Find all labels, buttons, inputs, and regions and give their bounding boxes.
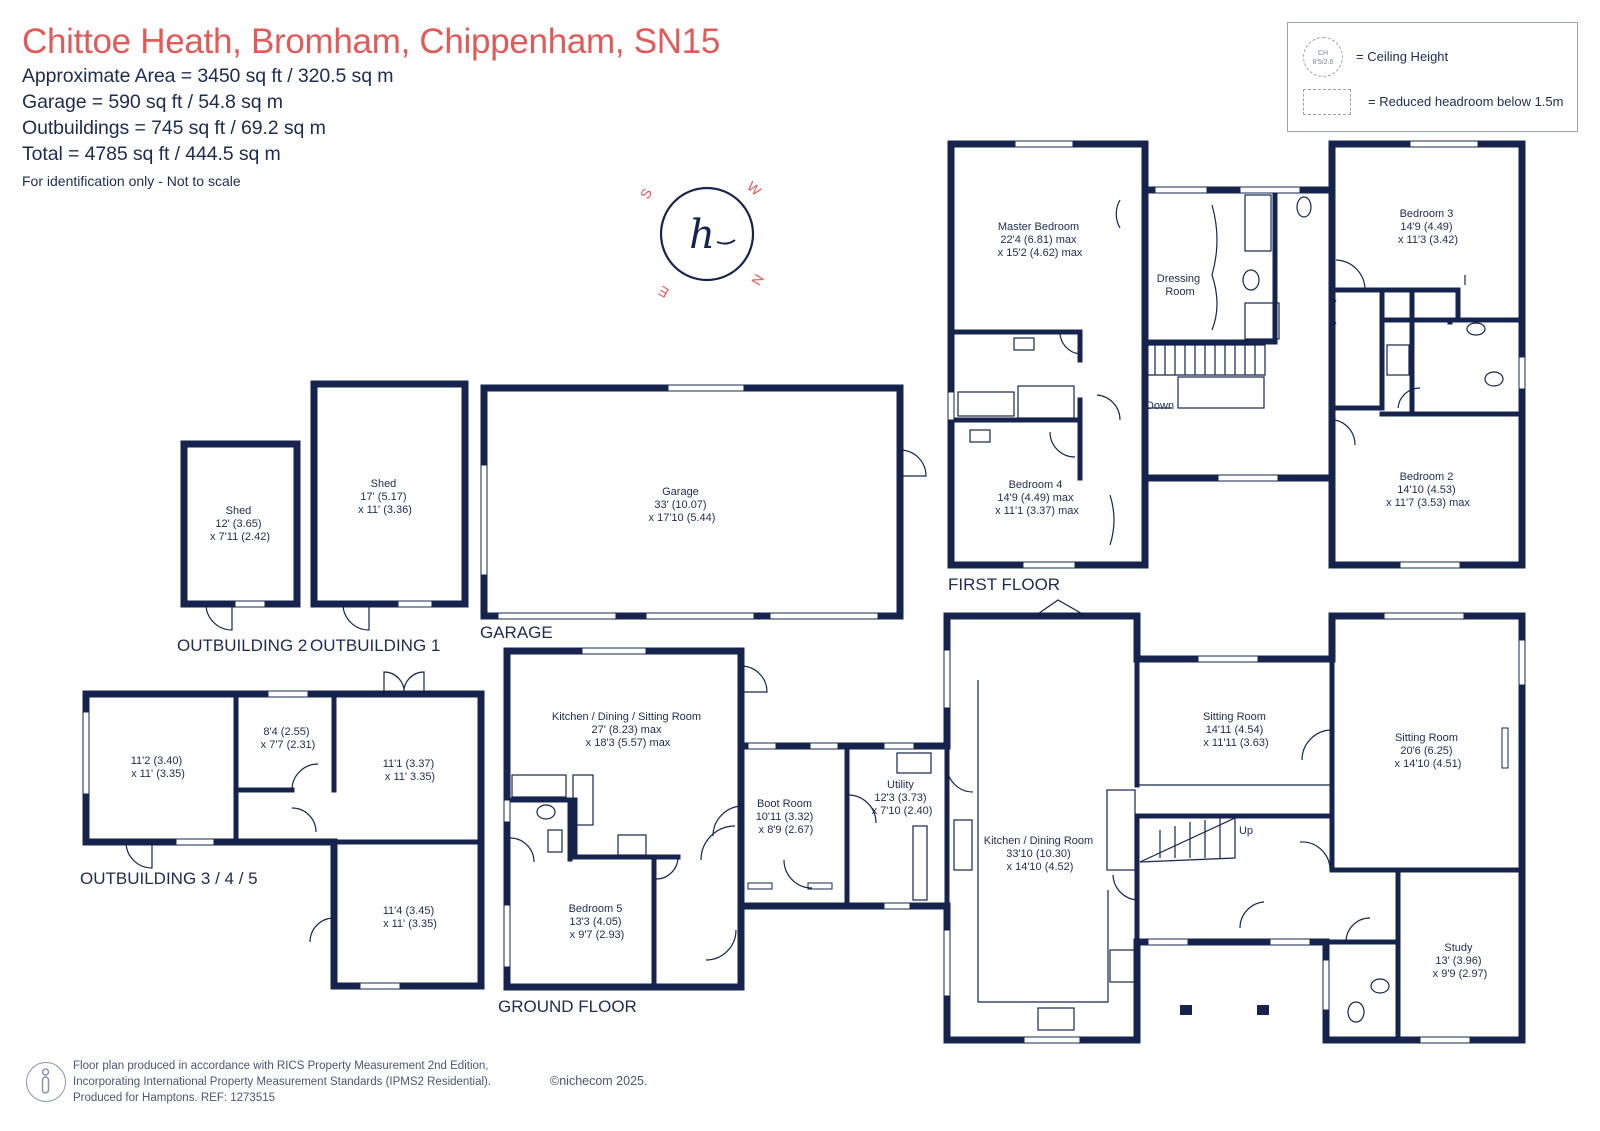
garage-area: Garage = 590 sq ft / 54.8 sq m [22,91,283,113]
header: Chittoe Heath, Bromham, Chippenham, SN15… [22,22,720,189]
first-floor: Master Bedroom 22'4 (6.81) max x 15'2 (4… [947,140,1526,594]
outbuildings-area: Outbuildings = 745 sq ft / 69.2 sq m [22,117,326,139]
room-bedroom-4: Bedroom 4 14'9 (4.49) max x 11'1 (3.37) … [995,479,1079,517]
compass-n: N [748,272,767,289]
property-title: Chittoe Heath, Bromham, Chippenham, SN15 [22,22,721,61]
footer-line-1: Floor plan produced in accordance with R… [73,1060,489,1072]
room-outbuilding-3: 11'2 (3.40) x 11' (3.35) [131,755,186,780]
footer-line-2: Incorporating International Property Mea… [73,1076,492,1088]
total-area: Total = 4785 sq ft / 444.5 sq m [22,143,281,165]
room-study: Study 13' (3.96) x 9'9 (2.97) [1433,942,1488,980]
room-bedroom-2: Bedroom 2 14'10 (4.53) x 11'7 (3.53) max [1386,471,1470,509]
footer-credits: Floor plan produced in accordance with R… [73,1058,491,1106]
copyright: ©nichecom 2025. [550,1074,648,1088]
outbuildings-3-4-5: 11'2 (3.40) x 11' (3.35) 8'4 (2.55) x 7'… [80,671,485,990]
reduced-headroom-icon [1303,89,1351,115]
footer-line-3: Produced for Hamptons. REF: 1273515 [73,1092,276,1104]
compass-logo: h [689,212,715,258]
room-shed-outbuilding-2: Shed 12' (3.65) x 7'11 (2.42) [210,505,270,543]
room-sitting-room-small: Sitting Room 14'11 (4.54) x 11'11 (3.63) [1203,711,1269,749]
room-outbuilding-5: 11'1 (3.37) x 11' 3.35) [383,758,438,783]
compass-w: W [744,178,765,199]
room-outbuilding-4: 8'4 (2.55) x 7'7 (2.31) [261,726,316,751]
ground-floor-label: GROUND FLOOR [498,997,637,1016]
legend: CH 8'5/2.6 = Ceiling Height = Reduced he… [1287,22,1578,132]
room-bedroom-5: Bedroom 5 13'3 (4.05) x 9'7 (2.93) [569,903,626,941]
compass-e: E [655,283,671,302]
room-kitchen-dining-sitting: Kitchen / Dining / Sitting Room 27' (8.2… [552,711,704,749]
approximate-area: Approximate Area = 3450 sq ft / 320.5 sq… [22,65,394,87]
room-bedroom-3: Bedroom 3 14'9 (4.49) x 11'3 (3.42) [1398,208,1458,246]
garage: Garage 33' (10.07) x 17'10 (5.44) GARAGE [480,384,927,642]
ceiling-height-icon: CH 8'5/2.6 [1303,37,1343,77]
stairs-down-label: Down [1146,400,1174,412]
ch-badge-top: CH [1317,50,1329,57]
room-shed-outbuilding-1: Shed 17' (5.17) x 11' (3.36) [358,478,412,516]
garage-label: GARAGE [480,623,553,642]
compass-s: S [637,185,656,201]
room-outbuilding-6: 11'4 (3.45) x 11' (3.35) [383,905,438,930]
room-garage: Garage 33' (10.07) x 17'10 (5.44) [649,486,716,524]
room-sitting-room-large: Sitting Room 20'6 (6.25) x 14'10 (4.51) [1395,732,1462,770]
info-person-icon [26,1062,66,1102]
compass-icon: h [659,186,755,282]
scale-note: For identification only - Not to scale [22,173,241,189]
outbuilding-3-4-5-label: OUTBUILDING 3 / 4 / 5 [80,869,258,888]
ground-floor: Kitchen / Dining / Sitting Room 27' (8.2… [498,599,1526,1044]
room-kitchen-dining: Kitchen / Dining Room 33'10 (10.30) x 14… [984,835,1097,873]
reduced-headroom-label: = Reduced headroom below 1.5m [1368,94,1564,109]
ceiling-height-label: = Ceiling Height [1356,49,1449,64]
outbuilding-2-label: OUTBUILDING 2 [177,636,307,655]
stairs-up-label: Up [1239,825,1253,837]
first-floor-label: FIRST FLOOR [948,575,1060,594]
ch-badge-bottom: 8'5/2.6 [1312,59,1334,66]
outbuildings-1-2: Shed 12' (3.65) x 7'11 (2.42) Shed 17' (… [177,380,469,655]
room-dressing-room: Dressing Room [1157,273,1203,298]
room-utility: Utility 12'3 (3.73) x 7'10 (2.40) [872,779,933,817]
room-boot-room: Boot Room 10'11 (3.32) x 8'9 (2.67) [756,798,817,836]
outbuilding-1-label: OUTBUILDING 1 [310,636,440,655]
room-master-bedroom: Master Bedroom 22'4 (6.81) max x 15'2 (4… [998,221,1083,259]
